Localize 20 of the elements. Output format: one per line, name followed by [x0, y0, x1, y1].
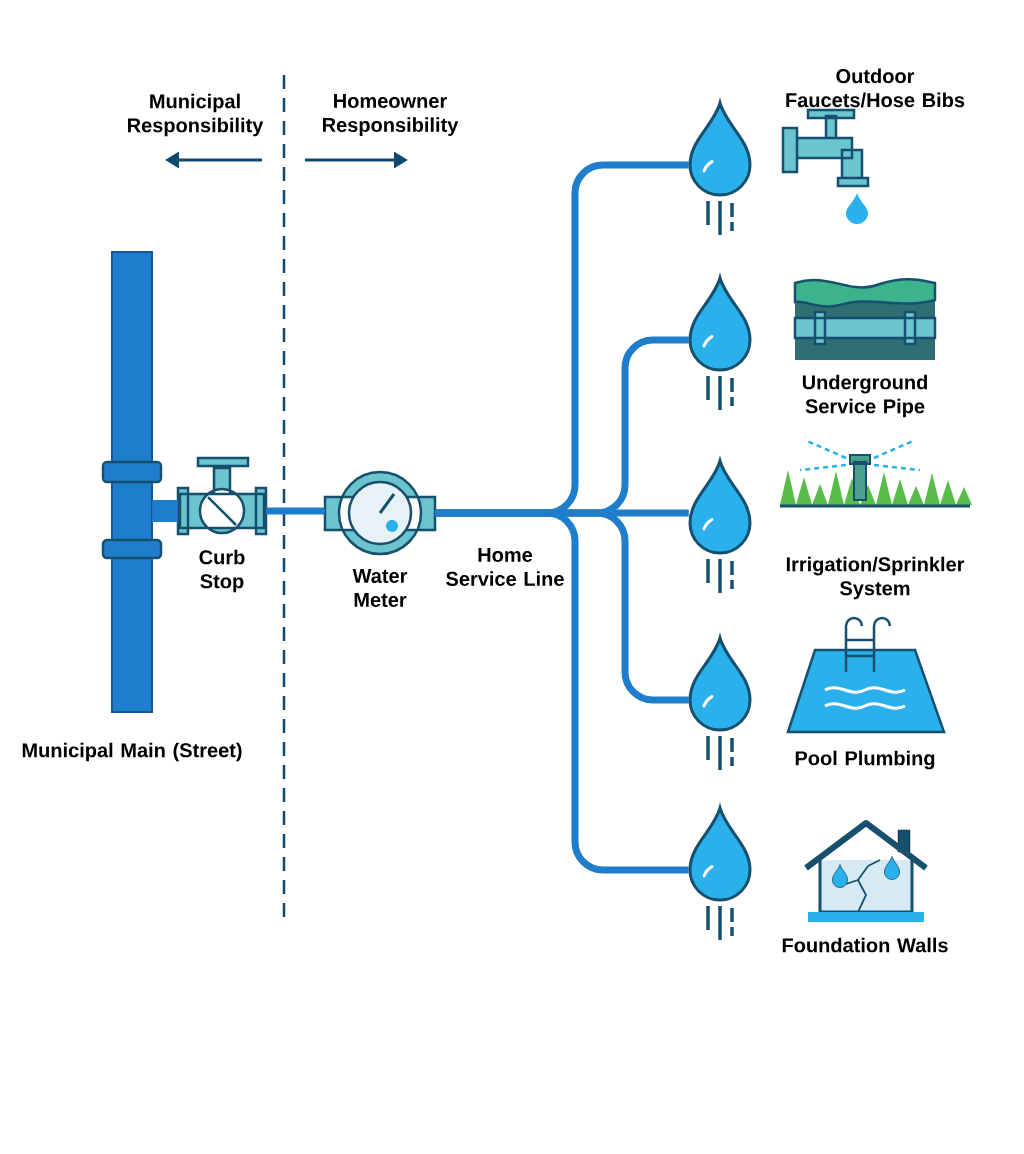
label-text: Homeowner Responsibility — [323, 94, 459, 136]
label-text: Municipal Responsibility — [128, 93, 264, 137]
water-meter — [323, 470, 437, 556]
cracked-house-drawing — [804, 820, 928, 922]
pool-drawing — [786, 616, 946, 734]
node-label: Irrigation/Sprinkler System — [786, 556, 965, 600]
pipe-line — [152, 500, 178, 522]
node-label: Foundation Walls — [782, 937, 948, 953]
node-label: Pool Plumbing — [795, 750, 935, 770]
node-label: Municipal Main (Street) — [22, 742, 242, 762]
label-text: Home Service Line — [446, 548, 564, 586]
node-label: Outdoor Faucets/Hose Bibs — [786, 68, 965, 108]
main-pipe — [101, 251, 163, 713]
curb-stop-valve — [176, 456, 268, 536]
node-label: Water Meter — [352, 569, 408, 607]
node-label: Underground Service Pipe — [802, 374, 927, 418]
faucet-drawing — [781, 108, 870, 224]
node-label: Curb Stop — [199, 549, 245, 593]
underground-pipe-drawing — [793, 278, 937, 360]
sprinkler-drawing — [780, 438, 972, 508]
